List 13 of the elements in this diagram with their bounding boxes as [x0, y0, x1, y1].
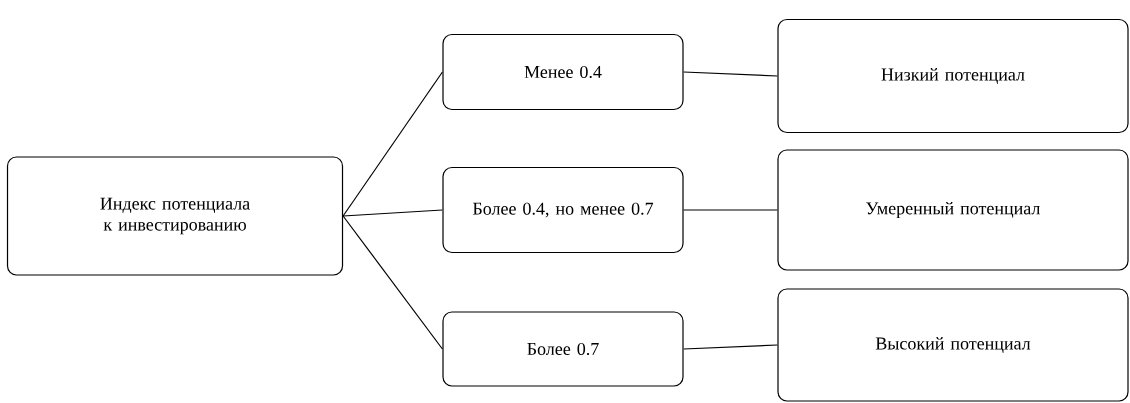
connector-line: [683, 71, 778, 77]
rounded-box: Менее 0.4: [442, 33, 684, 111]
connector-line: [683, 344, 778, 350]
rounded-box: Более 0.4, но менее 0.7: [442, 166, 684, 254]
connector-line: [342, 71, 443, 217]
rounded-box: Низкий потенциал: [777, 18, 1129, 134]
rounded-box: Умеренный потенциал: [777, 149, 1129, 271]
rounded-box: Высокий потенциал: [777, 288, 1129, 402]
connector-line: [342, 209, 443, 217]
connector-line: [342, 215, 443, 350]
connector-line: [683, 209, 778, 211]
rounded-box: Более 0.7: [442, 311, 684, 387]
rounded-box: Индекс потенциала к инвестированию: [6, 156, 344, 276]
